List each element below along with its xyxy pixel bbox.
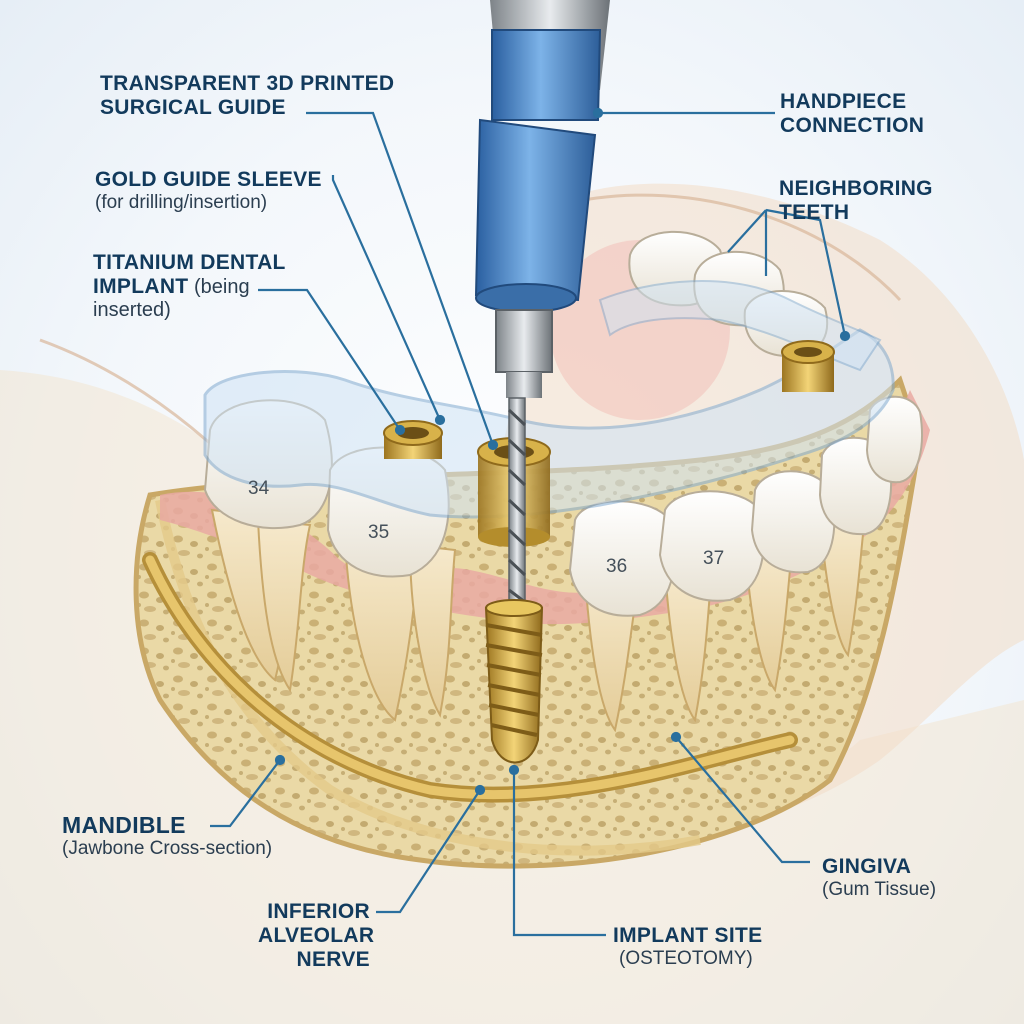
label-implant-line3: inserted) <box>93 299 286 322</box>
drill-bit <box>509 398 525 608</box>
label-gold-sleeve: GOLD GUIDE SLEEVE (for drilling/insertio… <box>95 168 322 214</box>
gold-sleeve-left <box>384 421 442 459</box>
label-mandible-sub: (Jawbone Cross-section) <box>62 838 272 860</box>
label-implant-site: IMPLANT SITE (OSTEOTOMY) <box>613 924 762 970</box>
label-nerve-line2: ALVEOLAR <box>258 924 370 948</box>
label-nerve-line3: NERVE <box>258 948 370 972</box>
label-surgical-guide-line1: TRANSPARENT 3D PRINTED <box>100 72 394 96</box>
label-handpiece: HANDPIECE CONNECTION <box>780 90 924 138</box>
tooth-number-34: 34 <box>248 478 270 499</box>
label-nerve-line1: INFERIOR <box>258 900 370 924</box>
label-gingiva: GINGIVA (Gum Tissue) <box>822 855 936 901</box>
label-gingiva-sub: (Gum Tissue) <box>822 879 936 901</box>
label-implant-line1: TITANIUM DENTAL <box>93 251 286 275</box>
titanium-implant <box>486 600 542 763</box>
label-implant-site-sub: (OSTEOTOMY) <box>613 948 762 970</box>
label-surgical-guide-line2: SURGICAL GUIDE <box>100 96 394 120</box>
gold-sleeve-right <box>782 341 834 392</box>
label-handpiece-line2: CONNECTION <box>780 114 924 138</box>
label-mandible-title: MANDIBLE <box>62 812 272 838</box>
label-mandible: MANDIBLE (Jawbone Cross-section) <box>62 812 272 860</box>
tooth-number-35: 35 <box>368 522 389 543</box>
label-implant-line2-rest: (being <box>188 276 249 298</box>
label-gold-sleeve-title: GOLD GUIDE SLEEVE <box>95 168 322 192</box>
label-neighboring-line1: NEIGHBORING <box>779 177 933 201</box>
label-surgical-guide: TRANSPARENT 3D PRINTED SURGICAL GUIDE <box>100 72 394 120</box>
label-handpiece-line1: HANDPIECE <box>780 90 924 114</box>
tooth-number-36: 36 <box>606 556 627 577</box>
label-gold-sleeve-sub: (for drilling/insertion) <box>95 192 322 214</box>
tooth-number-37: 37 <box>703 548 724 569</box>
label-implant-line2-bold: IMPLANT <box>93 275 188 298</box>
label-neighboring-teeth: NEIGHBORING TEETH <box>779 177 933 225</box>
label-gingiva-title: GINGIVA <box>822 855 936 879</box>
label-neighboring-line2: TEETH <box>779 201 933 225</box>
label-implant-site-title: IMPLANT SITE <box>613 924 762 948</box>
label-nerve: INFERIOR ALVEOLAR NERVE <box>258 900 370 972</box>
label-implant: TITANIUM DENTAL IMPLANT (being inserted) <box>93 251 286 322</box>
